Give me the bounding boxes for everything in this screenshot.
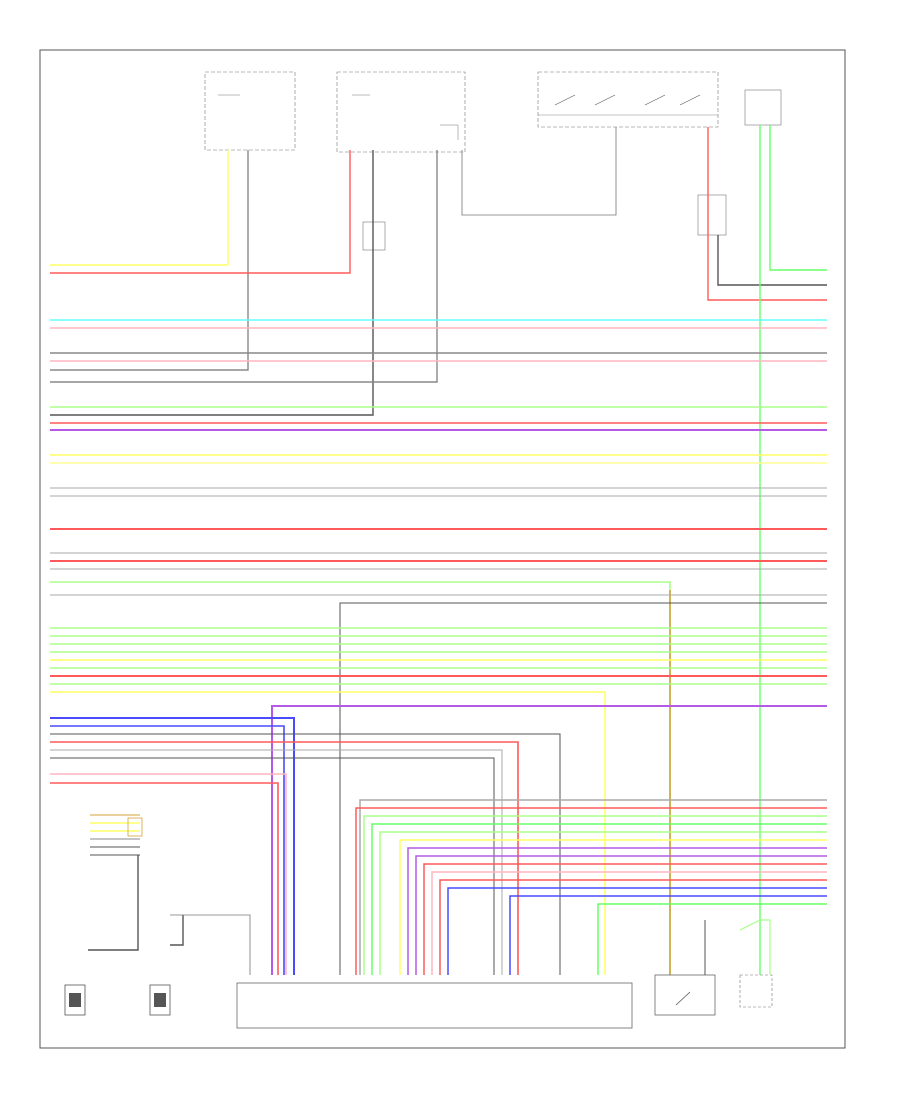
sensor-right-bottom [739,919,773,1008]
page-frame [39,49,846,1049]
relay-block-small [362,221,386,251]
left-connector-block [88,814,251,975]
top-component-junction-block [336,71,466,153]
sensor-left-1 [64,984,86,1016]
horizontal-wires [50,319,827,975]
top-component-switches [537,71,719,128]
sensor-left-2 [149,984,171,1016]
relay-block-right [697,194,727,236]
top-drops [50,125,827,975]
ecm-module [236,982,633,1029]
ecm-feed-wires [355,799,827,975]
top-component-sensor [744,89,782,126]
top-component-fuse-box [204,71,296,151]
relay-module-bottom [654,920,716,1016]
